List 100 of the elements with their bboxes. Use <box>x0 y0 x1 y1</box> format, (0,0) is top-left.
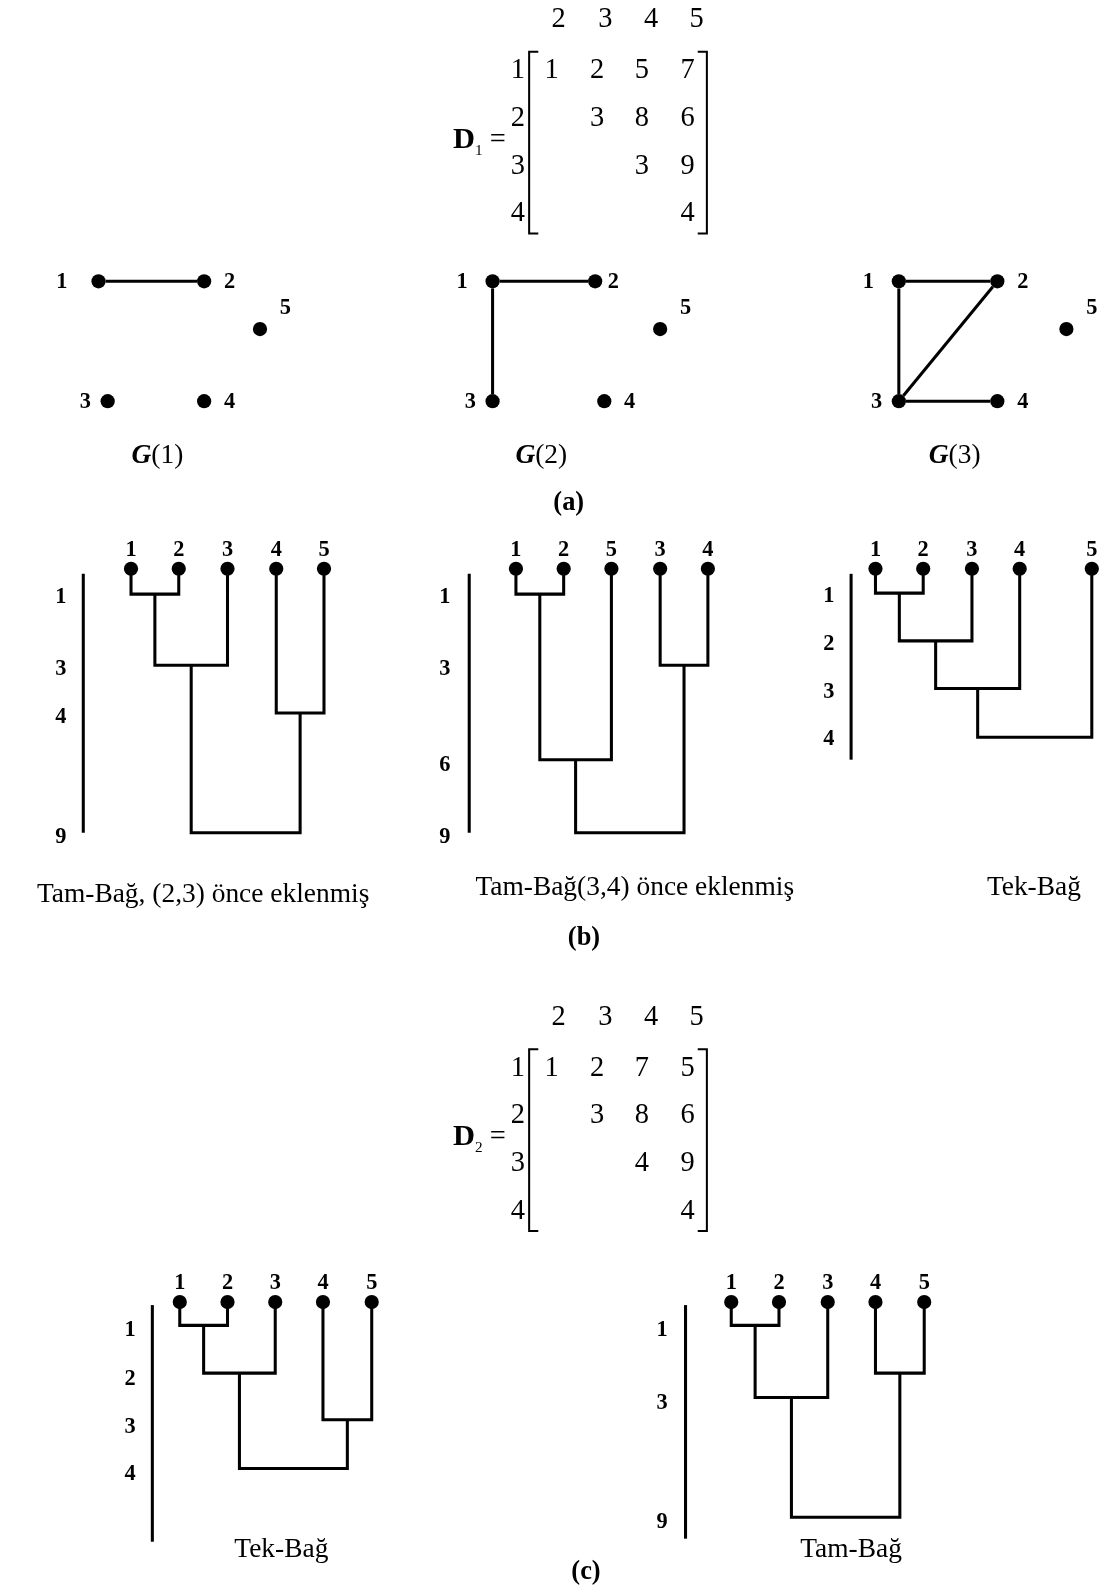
matrix-entry: 4 <box>680 1195 695 1224</box>
leaf-number: 1 <box>869 537 882 560</box>
row-number: 3 <box>510 1147 526 1177</box>
matrix-entry: 3 <box>590 1099 605 1129</box>
row-number: 2 <box>510 1099 526 1129</box>
matrix-entry: 8 <box>634 1099 649 1129</box>
dendrogram-caption: Tam-Bağ, (2,3) önce eklenmiş <box>36 880 370 908</box>
row-number: 4 <box>510 198 526 227</box>
leaf-number: 5 <box>366 1270 378 1293</box>
scale-number: 2 <box>124 1367 136 1390</box>
dendrogram-caption: Tam-Bağ(3,4) önce eklenmiş <box>475 872 795 901</box>
vertex-label: 3 <box>870 390 883 413</box>
scale-number: 3 <box>439 657 451 680</box>
leaf-number: 3 <box>966 537 978 560</box>
leaf-number: 5 <box>1086 537 1098 560</box>
matrix-entry: 7 <box>680 54 695 84</box>
matrix-entry: 6 <box>680 102 695 131</box>
vertex-label: 1 <box>862 270 874 293</box>
dendrogram-caption: Tam-Bağ <box>800 1535 902 1563</box>
column-number: 5 <box>689 4 704 33</box>
scale-number: 3 <box>55 657 67 680</box>
leaf-number: 1 <box>510 537 522 560</box>
scale-number: 9 <box>55 824 67 848</box>
graph-edge <box>905 399 991 403</box>
leaf-number: 5 <box>318 537 330 560</box>
scale-number: 4 <box>55 704 67 728</box>
matrix-name: D$_{1}$ = <box>453 122 506 158</box>
leaf-number: 2 <box>173 537 185 560</box>
vertex-label: 3 <box>79 390 91 413</box>
vertex-label: 3 <box>464 390 476 413</box>
column-number: 2 <box>551 1001 566 1030</box>
panel-label: (a) <box>553 488 585 515</box>
graph-edge <box>905 279 991 283</box>
column-number: 3 <box>598 1001 613 1030</box>
vertex-label: 5 <box>679 295 692 318</box>
leaf-number: 5 <box>918 1270 930 1293</box>
vertex-label: 4 <box>624 390 636 413</box>
matrix-entry: 7 <box>634 1052 649 1081</box>
scale-number: 1 <box>124 1317 136 1340</box>
matrix-entry: 5 <box>680 1052 695 1081</box>
graph-edge <box>499 279 589 283</box>
leaf-number: 2 <box>221 1270 234 1293</box>
graph-caption: G(2) <box>515 440 568 468</box>
scale-number: 1 <box>656 1317 668 1340</box>
row-number: 1 <box>510 54 526 84</box>
vertex-label: 5 <box>279 295 291 318</box>
column-number: 3 <box>598 4 613 33</box>
scale-number: 9 <box>656 1509 668 1532</box>
matrix-entry: 1 <box>544 1052 559 1081</box>
panel-label: (c) <box>571 1557 601 1585</box>
vertex-label: 2 <box>223 270 236 293</box>
graph-edge <box>897 288 901 395</box>
matrix-name: D$_{2}$ = <box>453 1119 506 1156</box>
scale-number: 6 <box>439 752 451 775</box>
matrix-entry: 4 <box>634 1147 649 1177</box>
row-number: 4 <box>510 1195 526 1224</box>
scale-number: 1 <box>55 585 67 608</box>
leaf-number: 2 <box>773 1270 785 1293</box>
leaf-number: 4 <box>1014 537 1026 560</box>
vertex-label: 4 <box>223 390 236 413</box>
matrix-entry: 9 <box>680 1147 695 1177</box>
matrix-entry: 1 <box>544 54 559 84</box>
leaf-number: 1 <box>725 1270 737 1293</box>
leaf-number: 1 <box>125 537 137 560</box>
scale-number: 1 <box>439 585 451 608</box>
graph-caption: G(3) <box>928 440 981 468</box>
leaf-number: 3 <box>654 537 666 560</box>
leaf-number: 3 <box>221 537 234 560</box>
scale-number: 2 <box>823 631 835 655</box>
graph-caption: G(1) <box>131 440 184 468</box>
vertex-label: 5 <box>1086 295 1098 318</box>
dendrogram-caption: Tek-Bağ <box>986 872 1081 901</box>
leaf-number: 4 <box>270 537 282 560</box>
vertex-label: 1 <box>56 270 68 293</box>
leaf-number: 3 <box>822 1270 834 1293</box>
leaf-number: 4 <box>869 1270 882 1293</box>
matrix-entry: 3 <box>634 150 649 179</box>
leaf-number: 1 <box>174 1270 186 1293</box>
column-number: 5 <box>689 1001 704 1030</box>
matrix-entry: 2 <box>590 1052 605 1081</box>
graph-edge <box>491 288 495 395</box>
leaf-number: 4 <box>317 1270 329 1293</box>
row-number: 2 <box>510 102 526 131</box>
scale-number: 3 <box>656 1390 668 1413</box>
column-number: 2 <box>551 4 566 33</box>
matrix-entry: 3 <box>590 102 605 131</box>
vertex-label: 4 <box>1017 390 1029 413</box>
matrix-entry: 4 <box>680 198 695 227</box>
scale-number: 1 <box>823 584 835 607</box>
panel-label: (b) <box>567 923 601 950</box>
matrix-entry: 5 <box>634 54 649 84</box>
row-number: 3 <box>510 150 526 179</box>
scale-number: 3 <box>823 679 835 702</box>
scale-number: 3 <box>124 1414 136 1438</box>
vertex-label: 2 <box>607 270 619 293</box>
row-number: 1 <box>510 1052 526 1081</box>
leaf-number: 3 <box>269 1270 281 1293</box>
matrix-entry: 2 <box>590 54 605 84</box>
matrix-entry: 6 <box>680 1099 695 1129</box>
matrix-entry: 9 <box>680 150 695 179</box>
